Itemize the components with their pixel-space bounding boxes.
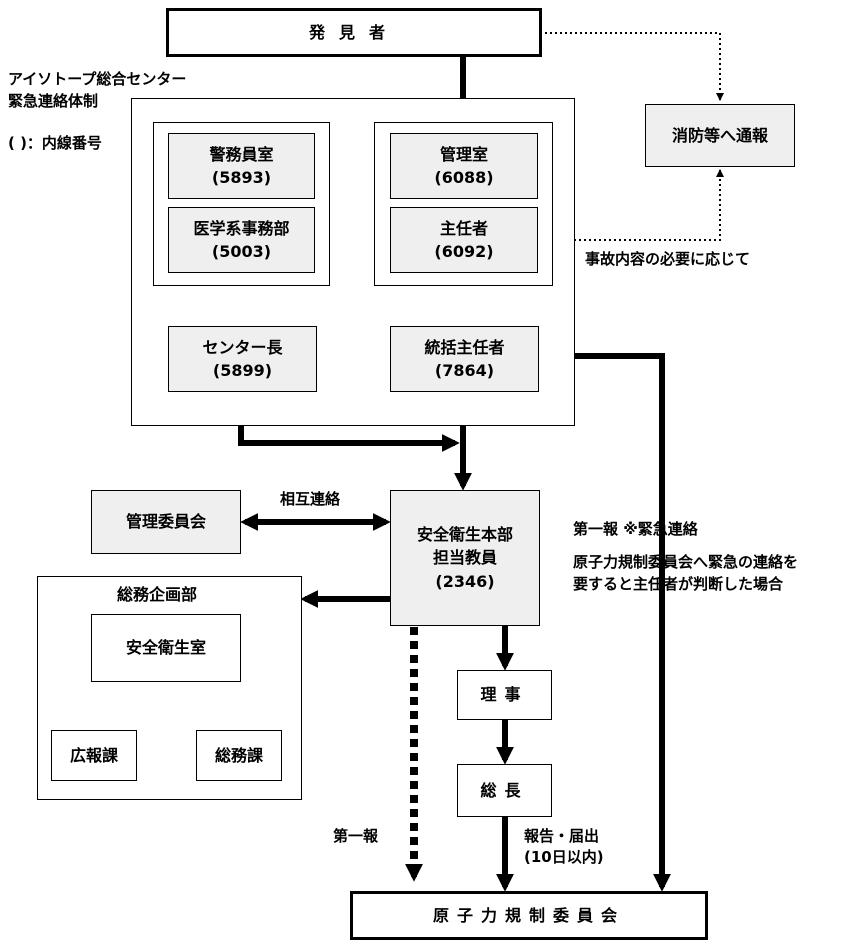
report-label-line2: (10日以内) (524, 848, 604, 866)
arrow-gensup-to-nra (539, 353, 671, 892)
center-director-name: センター長 (202, 337, 283, 357)
center-director-ext: (5899) (212, 361, 273, 380)
general-supervisor-name: 統括主任者 (424, 337, 505, 357)
fire-report-box: 消防等へ通報 (645, 104, 795, 167)
general-affairs-title: 総務企画部 (117, 585, 198, 604)
management-committee-box: 管理委員会 (91, 490, 241, 554)
first-report-label: 第一報 (333, 827, 379, 845)
guard-room-ext: (5893) (211, 168, 272, 187)
president-label: 総長 (480, 780, 529, 800)
medical-office-box: 医学系事務部 (5003) (168, 207, 315, 273)
director-box: 理事 (457, 670, 552, 720)
safety-office-box: 安全衛生室 (91, 614, 241, 682)
supervisor-ext: (6092) (434, 242, 494, 261)
director-label: 理事 (480, 685, 529, 705)
extension-note: ( )：内線番号 (8, 134, 102, 152)
medical-office-ext: (5003) (211, 242, 272, 261)
emergency-condition-line1: 原子力規制委員会へ緊急の連絡を (573, 553, 799, 571)
guard-room-name: 警務員室 (209, 144, 274, 164)
center-director-box: センター長 (5899) (168, 326, 317, 392)
dotted-supervisor-to-fire (554, 169, 724, 241)
control-room-ext: (6088) (434, 168, 494, 187)
safety-hq-line2: 担当教員 (432, 548, 497, 568)
safety-hq-line1: 安全衛生本部 (416, 525, 513, 545)
pr-section-label: 広報課 (69, 745, 118, 765)
safety-office-label: 安全衛生室 (125, 638, 206, 658)
safety-hq-ext: (2346) (435, 571, 495, 591)
report-label-line1: 報告・届出 (524, 827, 600, 845)
president-box: 総長 (457, 764, 552, 817)
control-room-name: 管理室 (439, 144, 488, 164)
supervisor-name: 主任者 (439, 218, 488, 238)
emergency-condition-line2: 要すると主任者が判断した場合 (573, 575, 784, 593)
pr-section-box: 広報課 (51, 730, 137, 781)
ga-section-box: 総務課 (196, 730, 282, 781)
control-room-box: 管理室 (6088) (390, 133, 538, 199)
general-supervisor-ext: (7864) (434, 361, 495, 380)
guard-room-box: 警務員室 (5893) (168, 133, 315, 199)
ga-section-label: 総務課 (214, 745, 263, 765)
nra-label: 原子力規制委員会 (432, 905, 625, 925)
safety-hq-box: 安全衛生本部 担当教員 (2346) (390, 490, 540, 626)
supervisor-box: 主任者 (6092) (390, 207, 538, 273)
as-needed-label: 事故内容の必要に応じて (585, 250, 751, 268)
mutual-contact-label: 相互連絡 (280, 490, 341, 508)
dotted-discoverer-to-fire (540, 32, 724, 101)
fire-report-label: 消防等へ通報 (671, 125, 768, 145)
chart-title-line2: 緊急連絡体制 (8, 92, 99, 110)
discoverer-label: 発見者 (308, 22, 399, 42)
discoverer-box: 発見者 (166, 8, 542, 57)
general-supervisor-box: 統括主任者 (7864) (390, 326, 539, 392)
management-committee-label: 管理委員会 (125, 512, 206, 532)
nra-box: 原子力規制委員会 (350, 891, 708, 940)
first-report-emergency-label: 第一報 ※緊急連絡 (573, 520, 698, 538)
medical-office-name: 医学系事務部 (193, 218, 290, 238)
chart-title-line1: アイソトープ総合センター (8, 70, 187, 88)
